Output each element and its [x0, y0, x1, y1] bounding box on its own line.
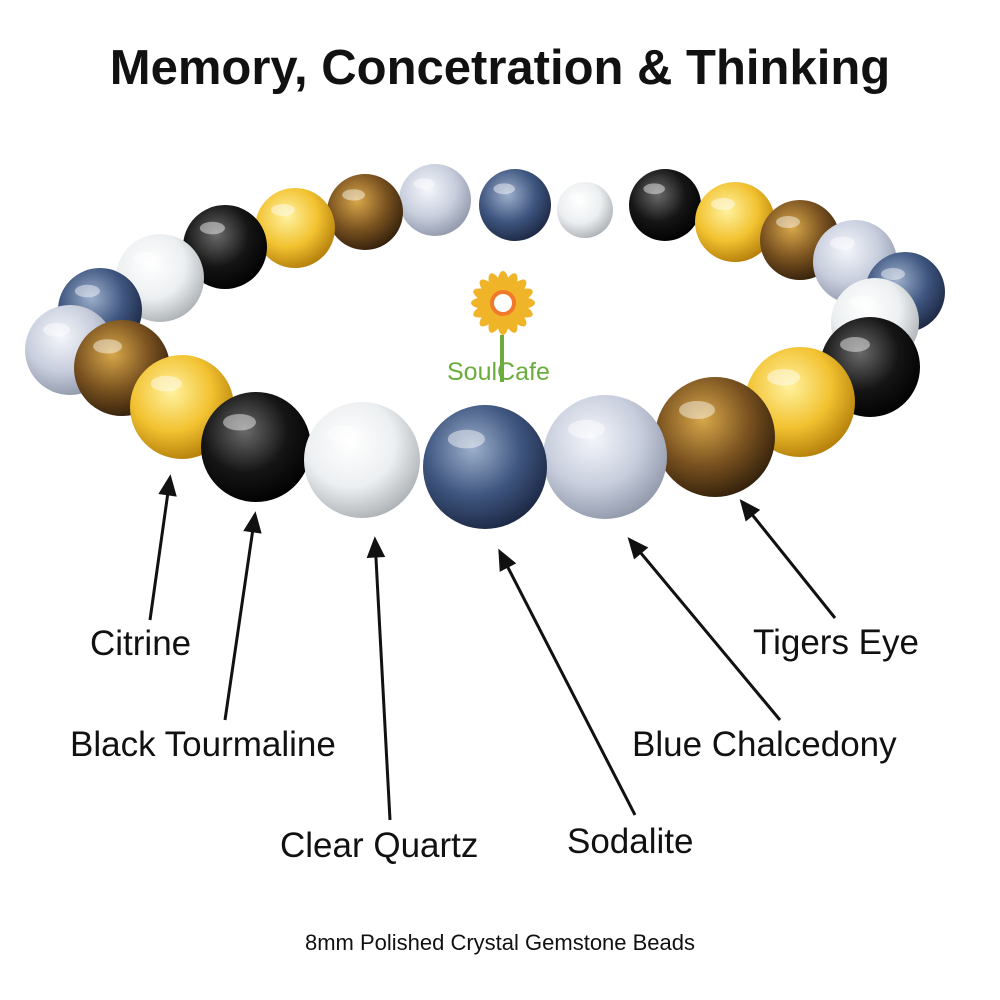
bead-highlight [767, 369, 800, 386]
pointer-arrow [498, 551, 637, 816]
bead-tiger [327, 174, 403, 250]
bead-quartz [557, 182, 613, 238]
bead-tiger [655, 377, 775, 497]
arrowhead-icon [739, 499, 761, 522]
bead-black [201, 392, 311, 502]
bead-highlight [568, 193, 585, 202]
bead-citrine [255, 188, 335, 268]
pointer-arrow [628, 539, 782, 721]
bead-highlight [447, 429, 485, 449]
bead-highlight [643, 183, 665, 195]
bead-chalcedony [543, 395, 667, 519]
bead-highlight [327, 425, 362, 443]
bead-black [183, 205, 267, 289]
page-title: Memory, Concetration & Thinking [109, 41, 891, 95]
label-sodalite: Sodalite [567, 822, 694, 861]
bead-highlight [829, 236, 856, 250]
footer-caption: 8mm Polished Crystal Gemstone Beads [304, 930, 696, 955]
pointer-arrow [223, 514, 257, 721]
sunflower-center [490, 290, 516, 316]
bead-quartz [304, 402, 420, 518]
bead-highlight [776, 216, 800, 228]
pointer-arrow [740, 501, 837, 619]
soulcafe-logo [471, 271, 535, 382]
arrowhead-icon [498, 548, 517, 572]
bead-highlight [150, 375, 182, 392]
bead-black [629, 169, 701, 241]
bead-highlight [93, 339, 122, 354]
bead-highlight [413, 178, 436, 190]
bead-highlight [74, 284, 100, 298]
arrowhead-icon [158, 474, 177, 497]
bead-highlight [567, 419, 606, 439]
label-clear-quartz: Clear Quartz [280, 826, 479, 865]
pointer-arrow [148, 477, 172, 621]
bead-highlight [43, 323, 70, 337]
label-blue-chalcedony: Blue Chalcedony [632, 725, 897, 764]
bead-sodalite [423, 405, 547, 529]
bead-highlight [679, 401, 715, 419]
bead-highlight [840, 337, 870, 352]
bead-highlight [711, 198, 735, 210]
bead-highlight [848, 295, 875, 309]
logo-text: SoulCafe [447, 358, 550, 386]
bead-highlight [342, 189, 365, 201]
arrowhead-icon [243, 511, 262, 534]
label-tigers-eye: Tigers Eye [753, 623, 919, 662]
bead-highlight [271, 204, 295, 216]
bead-sodalite [479, 169, 551, 241]
bead-chalcedony [399, 164, 471, 236]
bead-highlight [881, 268, 905, 280]
pointer-arrow [373, 539, 392, 821]
bead-highlight [223, 414, 256, 431]
label-black-tourmaline: Black Tourmaline [70, 725, 336, 764]
arrowhead-icon [366, 536, 386, 558]
bead-highlight [133, 251, 160, 265]
bead-highlight [199, 221, 225, 235]
label-citrine: Citrine [90, 624, 192, 663]
bead-highlight [493, 183, 515, 195]
arrowhead-icon [627, 537, 649, 560]
bead-citrine [695, 182, 775, 262]
